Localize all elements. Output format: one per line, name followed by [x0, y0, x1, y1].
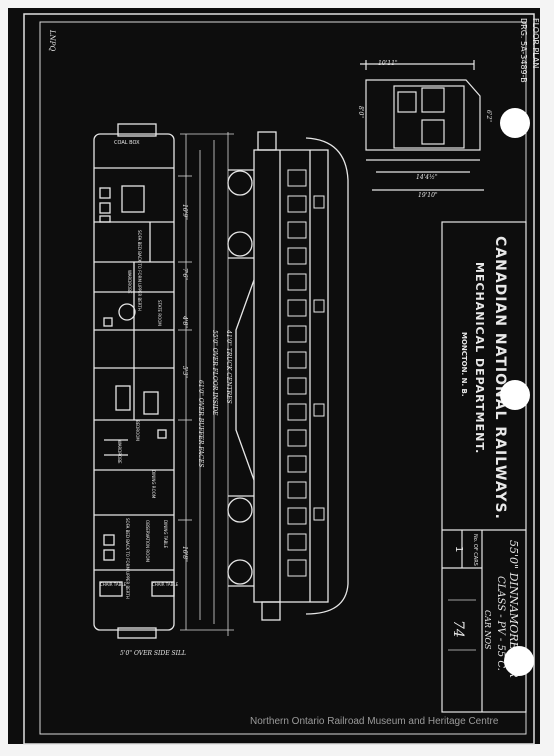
floor-plan [93, 123, 175, 639]
dining-table-label: DINING TABLE [163, 520, 168, 549]
state-room-label: STATE ROOM [157, 300, 162, 326]
end-elevation [360, 60, 484, 191]
coal-box-label: COAL BOX [114, 140, 140, 146]
paper-edge [0, 744, 554, 756]
bottom-dim: 5'0" OVER SIDE SILL [120, 650, 186, 657]
side-height: 6'2" [485, 110, 492, 123]
bedroom-label: BEDROOM [135, 420, 140, 441]
location: MONCTON. N. B. [460, 332, 468, 397]
watermark: Northern Ontario Railroad Museum and Her… [250, 716, 499, 727]
wardrobe-label: WARDROBE [127, 270, 132, 294]
dimension-lines [178, 132, 234, 636]
dim-d: 5'3" [181, 366, 188, 379]
length-over-buffers: 61'0" OVER BUFFER FACES [197, 380, 204, 468]
count-label: No. OF CARS [472, 534, 478, 566]
car-count: 1 [453, 546, 464, 553]
dining-room-label: DINING ROOM [151, 470, 156, 499]
truck-centres: 41'0" TRUCK CENTRES [225, 330, 232, 404]
punch-hole [500, 108, 530, 138]
body-width: 14'4½" [416, 174, 438, 181]
company-name: CANADIAN NATIONAL RAILWAYS. [492, 236, 508, 520]
dim-c: 4'8" [181, 316, 188, 329]
corner-note: LNPQ [48, 30, 56, 52]
side-windows [287, 169, 325, 577]
side-elevation [227, 131, 349, 621]
over-steps: 19'10" [418, 192, 438, 199]
dim-a: 10'9" [181, 204, 188, 220]
title-block [441, 221, 527, 713]
outer-border [23, 13, 535, 745]
paper-edge [0, 0, 554, 8]
height: 8'0" [357, 106, 364, 119]
wardrobe-label: WARDROBE [117, 440, 122, 464]
car-number-label: CAR NOS [483, 610, 492, 650]
punch-hole [500, 380, 530, 410]
paper-edge [0, 0, 8, 756]
car-number: 74 [450, 620, 466, 638]
chair-table-label: CHAIR TABLE [152, 582, 179, 587]
floor-plan-label: FLOOR PLAN [531, 18, 540, 69]
department-name: MECHANICAL DEPARTMENT. [473, 262, 486, 455]
punch-hole [504, 646, 534, 676]
dim-b: 7'6" [181, 268, 188, 281]
observation-label: OBSERVATION ROOM [145, 520, 150, 562]
drawing-number: DRG. 5A-3489-B [519, 18, 528, 83]
chair-table-label: CHAIR TABLE [100, 582, 127, 587]
overall-width: 10'11" [378, 60, 398, 67]
sofa-bed-label-top: SOFA BED BACK TO FORM UPPER BERTH [137, 230, 142, 311]
paper-edge [540, 0, 554, 756]
dim-e: 10'8" [181, 546, 188, 562]
length-inside: 55'0" OVER FLOOR INSIDE [211, 330, 218, 416]
